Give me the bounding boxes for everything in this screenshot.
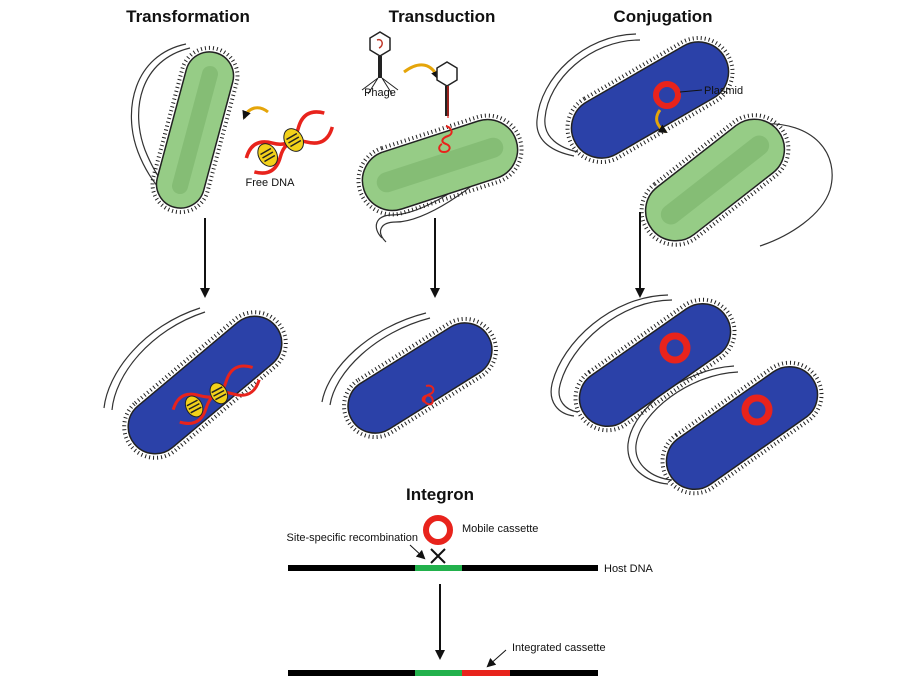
plasmid-label: Plasmid xyxy=(704,85,743,97)
recombination-label: Site-specific recombination xyxy=(287,532,418,544)
transformation-title: Transformation xyxy=(126,7,250,26)
conjugation-transconjugant-cell xyxy=(660,360,824,496)
transduction-transduced-cell xyxy=(342,316,498,440)
plasmid-leader xyxy=(679,89,703,93)
integron-title: Integron xyxy=(406,485,474,504)
plasmid-transfer-arrow xyxy=(655,109,668,134)
phage-injecting-icon xyxy=(436,61,458,118)
flagella xyxy=(536,33,833,247)
recombination-pointer xyxy=(409,544,426,560)
plasmid-icon xyxy=(741,394,773,426)
uptake-arrow xyxy=(242,106,269,120)
transduced-dna xyxy=(421,384,435,406)
host-dna-label: Host DNA xyxy=(604,563,654,575)
mobile-cassette-label: Mobile cassette xyxy=(462,523,538,535)
transformation-recipient-cell xyxy=(150,45,240,215)
mobile-cassette-icon xyxy=(423,515,453,545)
host-dna-strand xyxy=(288,565,598,571)
infection-arrow xyxy=(403,63,440,80)
integrated-dna-helix xyxy=(171,364,261,425)
flagella xyxy=(550,294,739,485)
transformation-transformed-cell xyxy=(122,310,288,460)
transduction-recipient-cell xyxy=(356,113,524,217)
integrated-cassette-label: Integrated cassette xyxy=(512,642,606,654)
recombination-cross-icon xyxy=(430,548,446,564)
free-dna-helix xyxy=(244,110,334,175)
integrated-cassette-pointer xyxy=(486,649,507,668)
plasmid-icon xyxy=(653,81,681,109)
phage-dna xyxy=(438,125,453,154)
flagella xyxy=(103,307,206,411)
flagella xyxy=(321,312,431,406)
conjugation-recipient-cell xyxy=(639,113,791,247)
conjugation-donor-cell-after xyxy=(573,297,737,433)
transduction-title: Transduction xyxy=(389,7,496,26)
recombinant-dna-strand xyxy=(288,670,598,676)
free-dna-label: Free DNA xyxy=(246,177,296,189)
conjugation-title: Conjugation xyxy=(613,7,712,26)
phage-label: Phage xyxy=(364,87,396,99)
phage-icon xyxy=(361,31,399,95)
plasmid-icon xyxy=(659,332,691,364)
